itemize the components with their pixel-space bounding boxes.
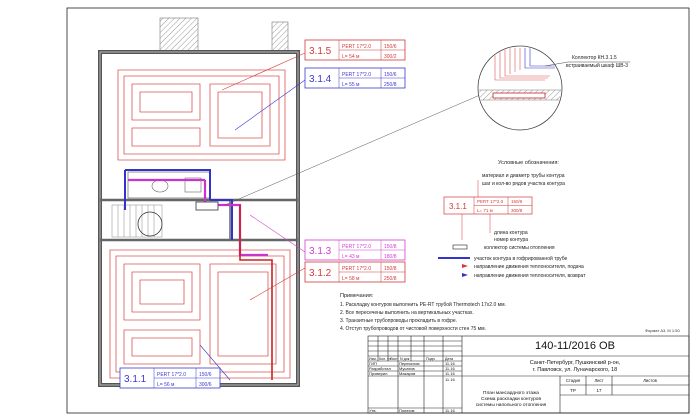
contour-id: 3.1.2 xyxy=(309,268,332,279)
title-block-text: 140-11/2016 ОВ Санкт-Петербург, Пушкинск… xyxy=(369,340,658,413)
row5-role: Утв. xyxy=(369,408,377,413)
legend-sample-id: 3.1.1 xyxy=(449,202,467,211)
note-item-2: 2. Все пересечены выполнить на вертикаль… xyxy=(340,310,474,316)
note-item-1: 1. Раскладку контуров выполнить PE-RT тр… xyxy=(340,301,506,308)
header-doc: N док xyxy=(400,357,410,361)
contour-length: L= 56 м xyxy=(157,382,175,388)
contour-length: L= 43 м xyxy=(342,254,360,260)
row3-date: 11.16 xyxy=(445,371,455,376)
row2-role: Разработал xyxy=(369,366,391,371)
notes-title: Примечания: xyxy=(340,293,374,299)
sheet-title-1: План мансардного этажа xyxy=(483,390,539,396)
legend-return-label: направление движения теплоносителя, возв… xyxy=(474,273,586,279)
contour-spacing: 150/6 xyxy=(384,72,397,78)
stage-label: Стадия xyxy=(566,378,580,383)
legend-length-label: длина контура xyxy=(494,230,528,236)
header-sign: Подп. xyxy=(426,357,436,361)
legend-sample-length: L= 71 м xyxy=(477,208,493,213)
contour-length: L= 54 м xyxy=(342,54,360,60)
contour-pipe: PERT 17*2.0 xyxy=(342,266,371,272)
contour-flow: 250/8 xyxy=(384,276,397,282)
contour-spacing: 150/6 xyxy=(199,372,212,378)
row2-date: 11.16 xyxy=(445,366,455,371)
row1-name: Переяслов xyxy=(399,361,419,366)
row4-date: 11.16 xyxy=(445,377,455,382)
contour-flow: 250/8 xyxy=(384,82,397,88)
row3-role: Проверил xyxy=(369,371,388,376)
collector-note-line2: встраиваемый шкаф ШВ-3 xyxy=(566,62,628,69)
row1-date: 11.16 xyxy=(445,361,455,366)
contour-pipe: PERT 17*2.0 xyxy=(342,44,371,50)
header-count: Кол. уч xyxy=(379,357,391,361)
note-item-3: 3. Транзитные трубопроводы прокладить в … xyxy=(340,318,457,324)
contour-tag-3-1-2: 3.1.2 PERT 17*2.0 L= 58 м 150/8 250/8 xyxy=(304,261,406,283)
contour-pipe: PERT 17*2.0 xyxy=(342,72,371,78)
floor-plan xyxy=(98,17,300,387)
legend: Условные обозначения: материал и диаметр… xyxy=(438,160,586,279)
header-date: Дата xyxy=(445,357,453,361)
collector-detail: Коллектор КН.3.1.5 встраиваемый шкаф ШВ-… xyxy=(477,45,630,131)
legend-corrugated-label: участок контура в гофрированной трубе xyxy=(474,255,568,262)
collector-symbol xyxy=(195,201,219,211)
contour-length: L= 55 м xyxy=(342,82,360,88)
address-line1: Санкт-Петербург, Пушкинский р-он, xyxy=(530,359,621,366)
legend-sample-flow: 300/8 xyxy=(511,208,523,213)
row5-name: Попатов xyxy=(399,408,415,413)
sheet-value: 17 xyxy=(596,388,602,393)
contour-length: L= 58 м xyxy=(342,276,360,282)
row5-date: 11.16 xyxy=(445,408,455,413)
row1-role: ГИП xyxy=(369,361,377,366)
contour-spacing: 150/6 xyxy=(384,44,397,50)
legend-number-label: номер контура xyxy=(494,237,528,243)
row3-name: Макаров xyxy=(399,371,415,376)
legend-material-line2: шаг и кол-во рядов участка контура xyxy=(482,181,565,187)
contour-flow: 300/2 xyxy=(384,54,397,60)
format-label: Формат А3, М 1:50 xyxy=(645,328,680,333)
contour-spacing: 150/8 xyxy=(384,266,397,272)
contour-id: 3.1.3 xyxy=(309,246,332,257)
contour-tag-3-1-5: 3.1.5 PERT 17*2.0 L= 54 м 150/6 300/2 xyxy=(304,39,406,61)
contour-tag-3-1-3: 3.1.3 PERT 17*2.0 L= 43 м 150/8 180/8 xyxy=(304,239,406,261)
contour-tag-3-1-4: 3.1.4 PERT 17*2.0 L= 55 м 150/6 250/8 xyxy=(304,67,406,89)
contour-tag-3-1-1: 3.1.1 PERT 17*2.0 L= 56 м 150/6 300/6 xyxy=(119,367,221,389)
legend-sample-pipe: PERT 17*2.0 xyxy=(477,199,504,204)
row2-name: Мусатов xyxy=(399,366,415,371)
contour-spacing: 150/8 xyxy=(384,244,397,250)
note-item-4: 4. Отступ трубопроводов от чистовой пове… xyxy=(340,325,486,332)
contour-id: 3.1.1 xyxy=(124,374,147,385)
legend-material-line1: материал и диаметр трубы контура xyxy=(482,173,565,179)
sheet-label: Лист xyxy=(594,378,603,383)
collector-note-line1: Коллектор КН.3.1.5 xyxy=(572,55,617,61)
header-sheet: Лист xyxy=(390,357,398,361)
contour-id: 3.1.5 xyxy=(309,46,332,57)
title-block xyxy=(367,335,690,414)
contour-flow: 180/8 xyxy=(384,254,397,260)
project-code: 140-11/2016 ОВ xyxy=(535,340,615,352)
contour-pipe: PERT 17*2.0 xyxy=(342,244,371,250)
legend-title: Условные обозначения: xyxy=(498,160,559,166)
legend-supply-label: направление движения теплоносителя, пода… xyxy=(474,264,584,270)
sheet-title-2: Схема раскладки контуров xyxy=(481,396,541,402)
notes: Примечания: 1. Раскладку контуров выполн… xyxy=(340,293,506,332)
sheet-title-3: системы напольного отопления xyxy=(476,403,547,408)
stage-value: ТР xyxy=(570,388,576,393)
legend-collector-label: коллектор системы отопления xyxy=(484,245,555,251)
header-change: Изм. xyxy=(369,357,377,361)
contour-flow: 300/6 xyxy=(199,382,212,388)
contour-pipe: PERT 17*2.0 xyxy=(157,372,186,378)
address-line2: г. Павловск, ул. Луначарского, 18 xyxy=(533,367,617,373)
contour-id: 3.1.4 xyxy=(309,74,332,85)
sheets-label: Листов xyxy=(643,378,657,383)
legend-sample-spacing: 150/6 xyxy=(511,199,523,204)
